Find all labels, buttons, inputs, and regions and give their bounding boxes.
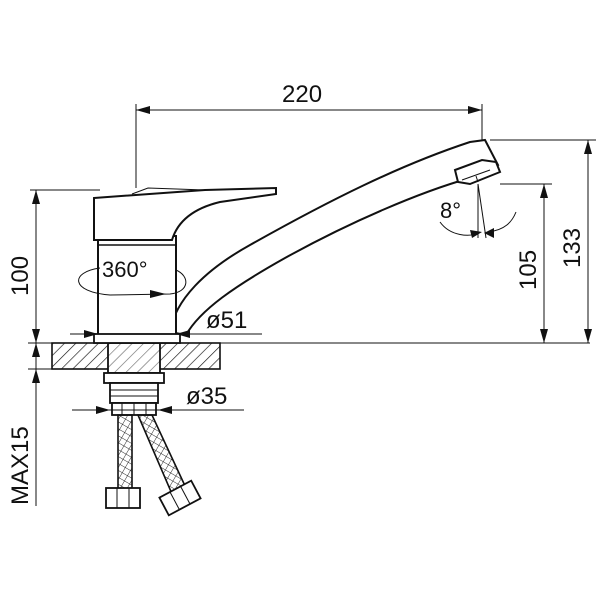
dimension-max15-label: MAX15 bbox=[7, 426, 34, 505]
dimension-diameter-35-label: ø35 bbox=[186, 383, 227, 410]
dimension-105: 105 bbox=[500, 183, 552, 343]
dimension-diameter-51-label: ø51 bbox=[206, 307, 247, 334]
spout-angle-indicator: 8° bbox=[439, 183, 517, 239]
dimension-diameter-51: ø51 bbox=[70, 307, 262, 338]
dimension-max15: MAX15 bbox=[7, 343, 40, 506]
dimension-220-label: 220 bbox=[282, 81, 322, 108]
dimension-100: 100 bbox=[7, 189, 100, 343]
faucet-body bbox=[93, 138, 502, 344]
dimension-133: 133 bbox=[490, 139, 596, 343]
dimension-100-label: 100 bbox=[7, 256, 34, 296]
spout-angle-label: 8° bbox=[440, 198, 461, 223]
mounting-shank bbox=[103, 342, 165, 416]
braided-hoses bbox=[105, 414, 202, 517]
rotation-indicator: 360° bbox=[78, 257, 187, 298]
rotation-label: 360° bbox=[102, 257, 148, 282]
dimension-diameter-35: ø35 bbox=[72, 383, 244, 414]
dimension-220: 220 bbox=[135, 81, 483, 188]
dimension-133-label: 133 bbox=[559, 228, 586, 268]
dimension-105-label: 105 bbox=[515, 250, 542, 290]
